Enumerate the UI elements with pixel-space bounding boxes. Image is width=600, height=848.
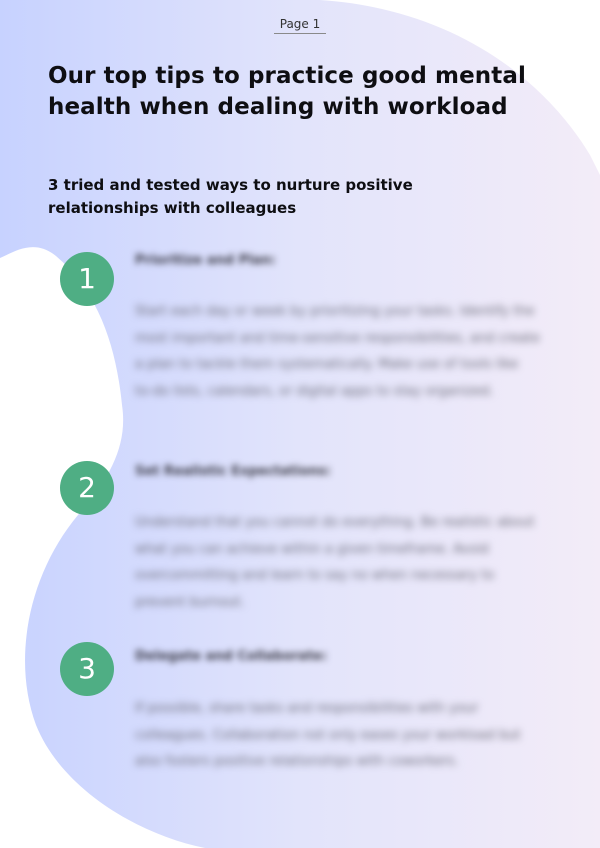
tip-title: Delegate and Collaborate: (135, 649, 328, 664)
page-number: Page 1 (274, 16, 326, 34)
tip-title: Prioritize and Plan: (135, 253, 276, 268)
tip-body: Start each day or week by prioritizing y… (135, 304, 540, 399)
tip-number-badge: 2 (60, 461, 114, 515)
tip-title: Set Realistic Expectations: (135, 464, 331, 479)
document-subtitle: 3 tried and tested ways to nurture posit… (48, 176, 413, 217)
tip-number-badge: 3 (60, 642, 114, 696)
tip-number-badge: 1 (60, 252, 114, 306)
document-title: Our top tips to practice good mental hea… (48, 63, 526, 120)
tip-body: Understand that you cannot do everything… (135, 515, 535, 610)
tip-body: If possible, share tasks and responsibil… (135, 701, 521, 769)
